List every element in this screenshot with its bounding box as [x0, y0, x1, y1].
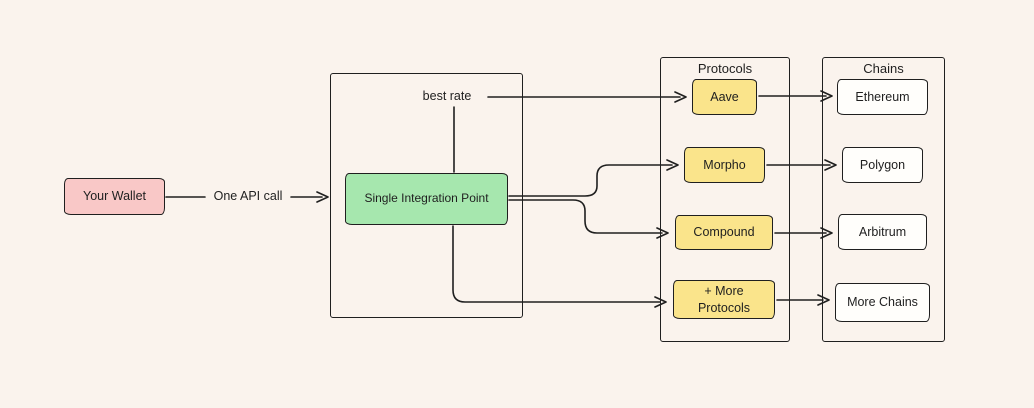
protocol-node-more-protocols: + More Protocols	[673, 280, 775, 319]
integration-label: Single Integration Point	[364, 191, 489, 206]
integration-boundary	[330, 73, 523, 318]
api-call-label: One API call	[213, 189, 283, 203]
protocol-label-morpho: Morpho	[703, 157, 746, 172]
chain-label-arbitrum: Arbitrum	[858, 224, 907, 239]
connector-integration-to-compound	[508, 199, 669, 239]
connector-integration-to-morpho	[508, 159, 679, 197]
protocol-label-more-protocols: + More Protocols	[697, 284, 751, 315]
chains-title: Chains	[863, 61, 904, 76]
chain-label-ethereum: Ethereum	[855, 89, 910, 104]
chain-node-ethereum: Ethereum	[837, 79, 928, 115]
chain-node-more-chains: More Chains	[835, 283, 930, 322]
chain-label-more-chains: More Chains	[847, 295, 918, 310]
chain-node-polygon: Polygon	[842, 147, 923, 183]
protocols-container	[660, 57, 790, 342]
chains-container	[822, 57, 945, 342]
wallet-node: Your Wallet	[64, 178, 165, 215]
protocols-title: Protocols	[697, 61, 753, 76]
protocol-node-compound: Compound	[675, 215, 773, 250]
best-rate-label: best rate	[422, 89, 472, 103]
chain-label-polygon: Polygon	[859, 157, 906, 172]
wallet-label: Your Wallet	[83, 189, 146, 204]
protocol-node-aave: Aave	[692, 79, 757, 115]
protocol-label-aave: Aave	[710, 89, 739, 104]
protocol-node-morpho: Morpho	[684, 147, 765, 183]
protocol-label-compound: Compound	[693, 225, 755, 240]
integration-node: Single Integration Point	[345, 173, 508, 225]
chain-node-arbitrum: Arbitrum	[838, 214, 927, 250]
